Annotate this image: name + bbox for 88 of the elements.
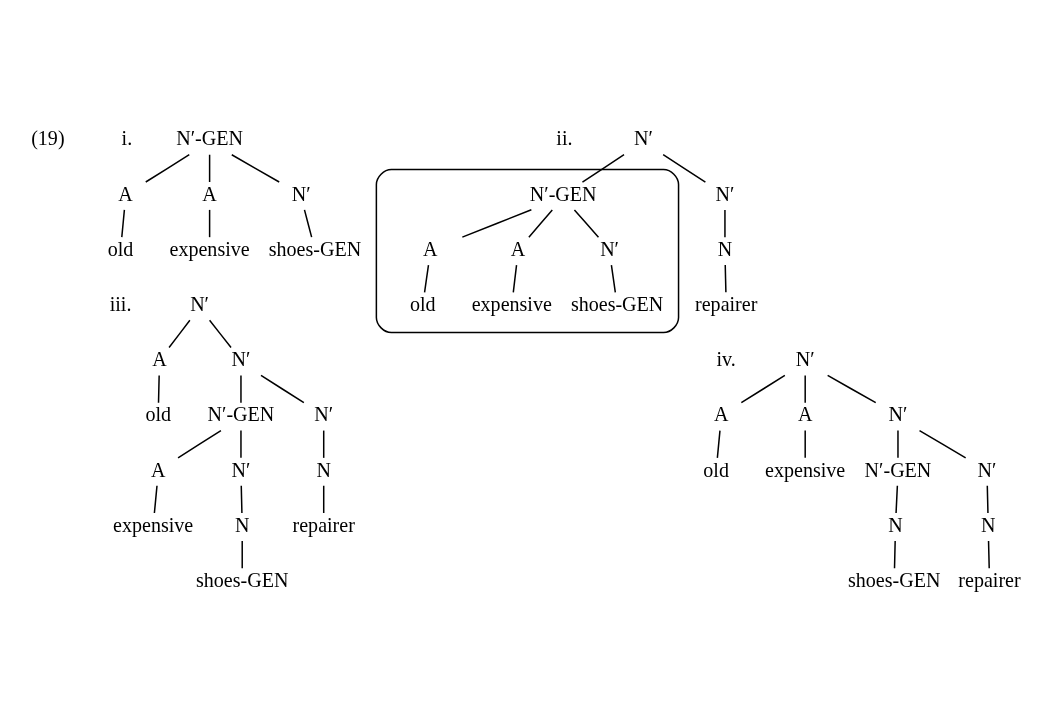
node-text: N′ [231,458,250,480]
label: ii. [555,126,573,149]
node-text: repairer [292,513,355,536]
connector [987,539,990,569]
connector [724,263,727,293]
cluster [375,168,679,333]
connector [303,208,312,238]
node-text: shoes-GEN [847,568,940,591]
connector [461,208,532,238]
node-text: N [234,513,249,536]
connector [723,208,726,238]
connector [894,484,898,514]
connector [208,208,210,238]
connector [208,319,232,348]
node-text: shoes-GEN [570,292,663,315]
node-text: old [409,292,436,315]
connector [716,429,721,459]
connector [527,208,553,238]
connector [803,374,806,403]
label: i. [121,126,132,149]
node-text: A [422,237,438,260]
connector [239,429,242,459]
node-text: expensive [112,513,193,536]
node-text: old [144,402,171,425]
connector [573,208,599,238]
node-text: N [315,458,331,480]
connector [176,429,222,459]
node-text: expensive [764,458,845,480]
node-text: N′ [291,182,311,205]
connector [661,153,706,183]
connector [153,484,158,514]
connector [230,153,280,183]
node-text: A [117,182,133,205]
node-text: N′ [231,347,250,370]
node-text: A [510,237,525,260]
connector [157,374,160,403]
node-text: N′ [977,458,996,480]
connector [803,429,806,459]
node-text: N′ [715,182,734,205]
connector [986,484,989,514]
connector [918,429,966,459]
node-text: N′ [313,402,333,425]
connector [512,263,517,293]
connector [893,539,896,569]
connector [240,539,243,569]
label: iii. [109,292,131,315]
connector [208,153,210,183]
label: iv. [716,347,736,370]
node-text: N′-GEN [864,458,931,480]
node-text: A [201,182,217,205]
connector [826,374,876,403]
node-text: N [887,513,903,536]
node-text: N′-GEN [529,182,597,205]
node-text: repairer [957,568,1021,591]
connector [239,374,242,403]
connector [740,374,786,403]
node-text: N′ [795,347,815,370]
node-text: N′ [189,292,209,315]
node-text: N′ [599,237,619,260]
connector [259,374,305,403]
node-text: N′ [633,126,653,149]
connector [240,484,243,514]
node-text: shoes-GEN [268,237,361,260]
node-text: repairer [694,292,757,315]
node-text: expensive [169,237,250,260]
node-text: A [150,458,165,480]
connector [896,429,899,459]
node-text: A [797,402,812,425]
connector [423,263,429,293]
connector [581,153,625,183]
connector [144,153,190,183]
connector [322,484,324,514]
label: (19) [30,126,65,149]
node-text: expensive [471,292,552,315]
node-text: A [713,402,728,425]
node-text: shoes-GEN [195,568,288,591]
node-text: A [151,347,167,370]
node-text: N [980,513,995,536]
connector [322,429,324,459]
node-text: N′-GEN [175,126,243,149]
node-text: N′-GEN [207,402,274,425]
node-text: old [107,237,133,260]
node-text: N′ [888,402,907,425]
node-text: old [702,458,729,480]
connector [610,263,616,293]
connector [167,319,191,348]
connector [120,208,125,238]
node-text: N [717,237,732,260]
